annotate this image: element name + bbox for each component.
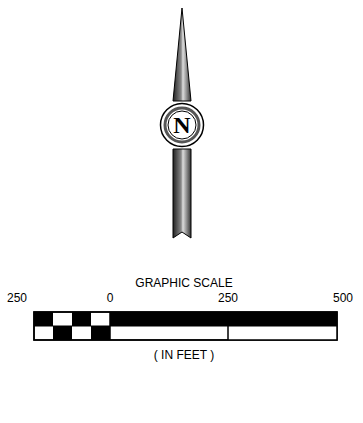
- scale-bar: [34, 312, 337, 340]
- north-letter: N: [159, 102, 205, 148]
- scale-unit: ( IN FEET ): [154, 349, 214, 361]
- north-arrow-spike: [173, 8, 191, 101]
- scale-number: 500: [333, 292, 353, 304]
- scale-title: GRAPHIC SCALE: [135, 277, 232, 289]
- compass-rose: N: [159, 102, 205, 148]
- scale-number: 250: [218, 292, 238, 304]
- north-arrow-tail: [173, 149, 191, 238]
- scale-number: 250: [7, 292, 27, 304]
- scale-number: 0: [107, 292, 114, 304]
